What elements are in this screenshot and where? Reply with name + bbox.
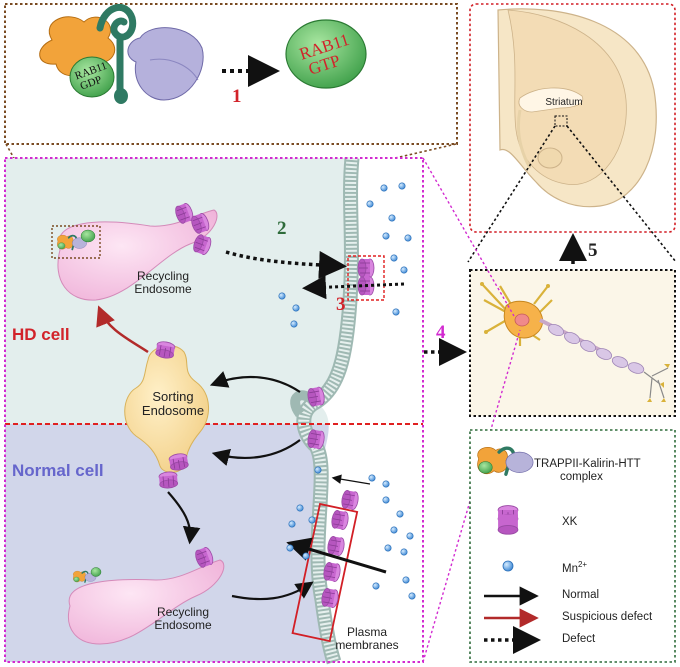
defect-xk-box <box>347 255 385 301</box>
xk-channel <box>158 470 179 490</box>
xk-membrane-box <box>291 502 359 643</box>
cell-panel-frame <box>4 157 424 663</box>
legend-mn-icon <box>502 560 514 572</box>
internal-capsule <box>516 109 532 169</box>
legend-complex-label: TRAPPII-Kalirin-HTT complex <box>534 458 641 484</box>
rab11-tiny-icon <box>90 567 102 577</box>
neuron-icon <box>480 282 670 402</box>
recycling-endosome-hd-label: Recycling Endosome <box>134 269 192 296</box>
trappii-complex-large-icon <box>39 4 204 104</box>
arrow-endocytosis-hd <box>209 371 301 393</box>
plasma-membranes-label: Plasma membranes <box>335 625 399 652</box>
xk-channel-membrane <box>357 258 375 278</box>
hd-cell-label: HD cell <box>12 325 70 344</box>
legend-defect-label: Defect <box>562 633 596 645</box>
step-3-label: 3 <box>336 294 346 315</box>
zoom-line-brain-left <box>467 125 556 263</box>
arrow-step-3 <box>302 275 405 300</box>
ventricle <box>518 87 584 113</box>
sorting-endosome-label: Sorting Endosome <box>141 389 205 418</box>
recycling-endosome-hd <box>57 209 218 301</box>
step-1-label: 1 <box>232 86 242 107</box>
recycling-endosome-normal-label: Recycling Endosome <box>154 605 212 632</box>
arrow-sorting-to-recycling <box>167 491 201 545</box>
legend-xk-label: XK <box>562 516 578 528</box>
arrow-mn-small <box>331 474 371 485</box>
arrow-mn-import-normal <box>286 537 387 574</box>
normal-cell-label: Normal cell <box>12 461 104 480</box>
nucleus-structure <box>537 147 563 169</box>
legend-mn-label: Mn2+ <box>562 560 588 575</box>
step-2-label: 2 <box>277 218 287 239</box>
legend-normal-label: Normal <box>562 589 600 601</box>
arrow-suspicious-defect <box>96 305 149 354</box>
legend-suspicious-label: Suspicious defect <box>562 611 653 623</box>
legend-xk-icon <box>497 505 519 535</box>
striatum-inset-box <box>554 115 568 127</box>
recycling-endosome-normal <box>68 559 225 645</box>
step-5-label: 5 <box>588 240 598 261</box>
striatum-label: Striatum <box>545 97 583 108</box>
arrow-endocytosis-normal <box>211 439 301 466</box>
rab11-gtp-small-icon <box>80 229 96 243</box>
complex-inset-box <box>51 225 101 259</box>
step-4-label: 4 <box>436 322 446 343</box>
zoom-line-cell-top <box>422 157 515 317</box>
zoom-line-brain-right <box>566 125 677 263</box>
rab11-gtp-icon <box>285 19 367 89</box>
